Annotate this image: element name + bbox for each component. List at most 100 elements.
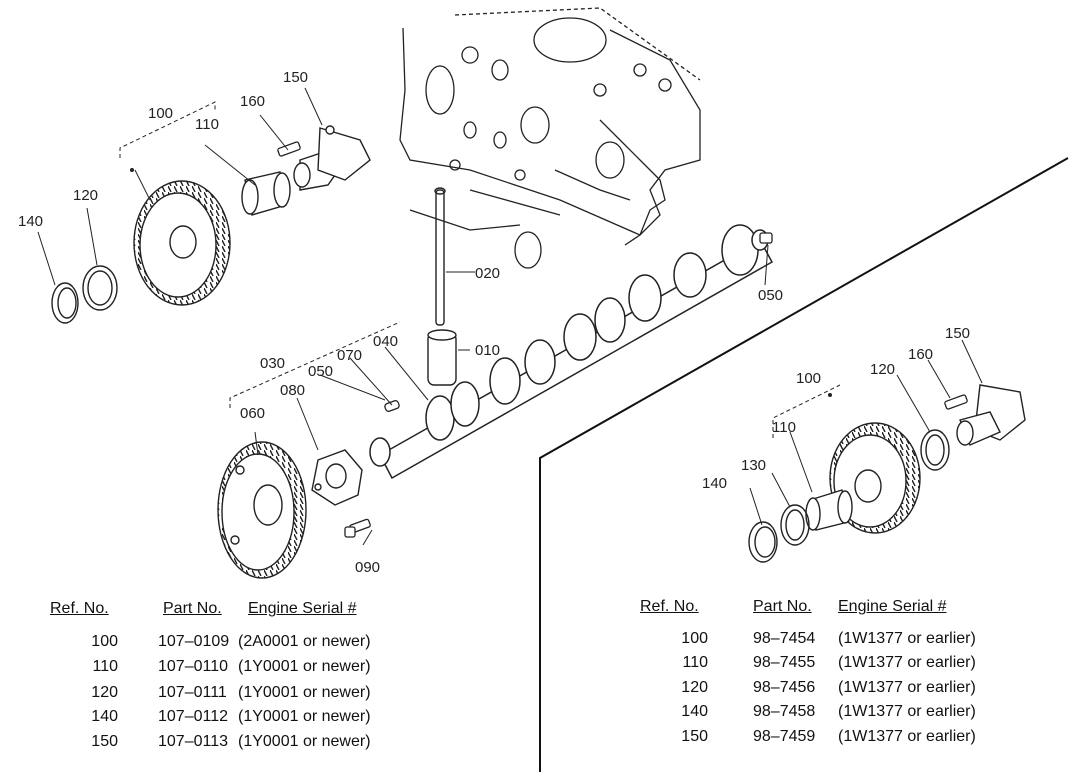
table-row: 100 107–0109 (2A0001 or newer) — [50, 633, 470, 655]
cell-serial: (1W1377 or earlier) — [838, 679, 976, 696]
callout-100: 100 — [148, 105, 173, 122]
cell-ref: 150 — [681, 728, 708, 745]
camshaft — [369, 224, 774, 480]
bushing-left — [241, 171, 291, 216]
cell-part: 107–0109 — [158, 633, 230, 650]
tappet — [427, 329, 457, 386]
header-part-no: Part No. — [753, 598, 812, 615]
header-ref-no: Ref. No. — [50, 600, 109, 617]
leader-lines — [37, 87, 983, 546]
header-ref-no: Ref. No. — [640, 598, 699, 615]
table-row: 120 98–7456 (1W1377 or earlier) — [640, 679, 1060, 701]
cell-ref: 120 — [91, 684, 118, 701]
cell-ref: 150 — [91, 733, 118, 750]
cell-part: 98–7459 — [753, 728, 816, 745]
table-row: 150 107–0113 (1Y0001 or newer) — [50, 733, 470, 755]
cell-serial: (1Y0001 or newer) — [238, 708, 371, 725]
cell-part: 107–0110 — [158, 658, 228, 675]
callout-150-right: 150 — [945, 325, 970, 342]
dot-marker — [828, 393, 832, 397]
callout-050-plug: 050 — [758, 287, 783, 304]
cell-serial: (1Y0001 or newer) — [238, 684, 371, 701]
callout-090: 090 — [355, 559, 380, 576]
table-row: 110 98–7455 (1W1377 or earlier) — [640, 654, 1060, 676]
key — [384, 400, 400, 412]
idler-shaft-right — [956, 384, 1026, 446]
callout-140: 140 — [18, 213, 43, 230]
callout-labels-right: 100 110 120 130 140 150 160 — [702, 325, 970, 492]
cell-part: 98–7455 — [753, 654, 816, 671]
cell-serial: (1W1377 or earlier) — [838, 703, 976, 720]
bolt-160-left — [277, 141, 301, 157]
washer-120-left — [82, 265, 118, 311]
callout-100-right: 100 — [796, 370, 821, 387]
callout-160-right: 160 — [908, 346, 933, 363]
callout-110: 110 — [195, 116, 219, 133]
cell-ref: 120 — [681, 679, 708, 696]
cell-ref: 140 — [91, 708, 118, 725]
table-row: 120 107–0111 (1Y0001 or newer) — [50, 684, 470, 706]
callout-070: 070 — [337, 347, 362, 364]
callout-160: 160 — [240, 93, 265, 110]
callout-110-right: 110 — [772, 419, 796, 436]
snap-ring-140-left — [51, 282, 79, 324]
parts-table-new: Ref. No. Part No. Engine Serial # 100 10… — [50, 600, 470, 760]
callout-140-right: 140 — [702, 475, 727, 492]
header-engine-serial: Engine Serial # — [838, 598, 947, 615]
table-row: 140 98–7458 (1W1377 or earlier) — [640, 703, 1060, 725]
callout-labels-left: 100 110 120 140 150 160 020 010 030 040 … — [18, 69, 783, 576]
callout-060: 060 — [240, 405, 265, 422]
cell-serial: (1Y0001 or newer) — [238, 658, 371, 675]
cell-ref: 110 — [92, 658, 118, 675]
washer-120-right — [920, 429, 950, 471]
callout-010: 010 — [475, 342, 500, 359]
callout-120-right: 120 — [870, 361, 895, 378]
push-rod — [434, 187, 446, 326]
inset-frame — [539, 157, 1069, 772]
cell-serial: (1W1377 or earlier) — [838, 654, 976, 671]
parts-table-old: Ref. No. Part No. Engine Serial # 100 98… — [640, 598, 1060, 758]
cell-serial: (1Y0001 or newer) — [238, 733, 371, 750]
cell-part: 98–7456 — [753, 679, 816, 696]
header-engine-serial: Engine Serial # — [248, 600, 357, 617]
cell-ref: 100 — [91, 633, 118, 650]
table-row: 100 98–7454 (1W1377 or earlier) — [640, 630, 1060, 652]
callout-030: 030 — [260, 355, 285, 372]
cell-serial: (2A0001 or newer) — [238, 633, 371, 650]
dot-marker — [130, 168, 134, 172]
idler-gear-right — [829, 422, 921, 534]
engine-block — [399, 7, 701, 269]
callout-130-right: 130 — [741, 457, 766, 474]
table-row: 150 98–7459 (1W1377 or earlier) — [640, 728, 1060, 750]
table-row: 110 107–0110 (1Y0001 or newer) — [50, 658, 470, 680]
callout-040: 040 — [373, 333, 398, 350]
cell-part: 98–7454 — [753, 630, 816, 647]
cell-part: 107–0112 — [158, 708, 228, 725]
bolt-160-right — [944, 394, 968, 410]
camshaft-plug — [759, 232, 773, 244]
callout-020: 020 — [475, 265, 500, 282]
cam-gear — [217, 441, 307, 579]
callout-150: 150 — [283, 69, 308, 86]
cell-part: 107–0113 — [158, 733, 228, 750]
cell-part: 107–0111 — [158, 684, 227, 701]
bushing-right — [805, 489, 853, 531]
cell-ref: 110 — [682, 654, 708, 671]
cell-serial: (1W1377 or earlier) — [838, 630, 976, 647]
callout-050-key: 050 — [308, 363, 333, 380]
callout-120: 120 — [73, 187, 98, 204]
header-part-no: Part No. — [163, 600, 222, 617]
snap-ring-140-right — [748, 521, 778, 563]
thrust-plate — [311, 449, 363, 506]
table-row: 140 107–0112 (1Y0001 or newer) — [50, 708, 470, 730]
bolt-090 — [344, 518, 371, 538]
cell-serial: (1W1377 or earlier) — [838, 728, 976, 745]
cell-part: 98–7458 — [753, 703, 816, 720]
idler-shaft-left — [293, 125, 371, 191]
idler-gear-left — [133, 180, 231, 306]
washer-130-right — [780, 504, 810, 546]
cell-ref: 100 — [681, 630, 708, 647]
callout-080: 080 — [280, 382, 305, 399]
cell-ref: 140 — [681, 703, 708, 720]
